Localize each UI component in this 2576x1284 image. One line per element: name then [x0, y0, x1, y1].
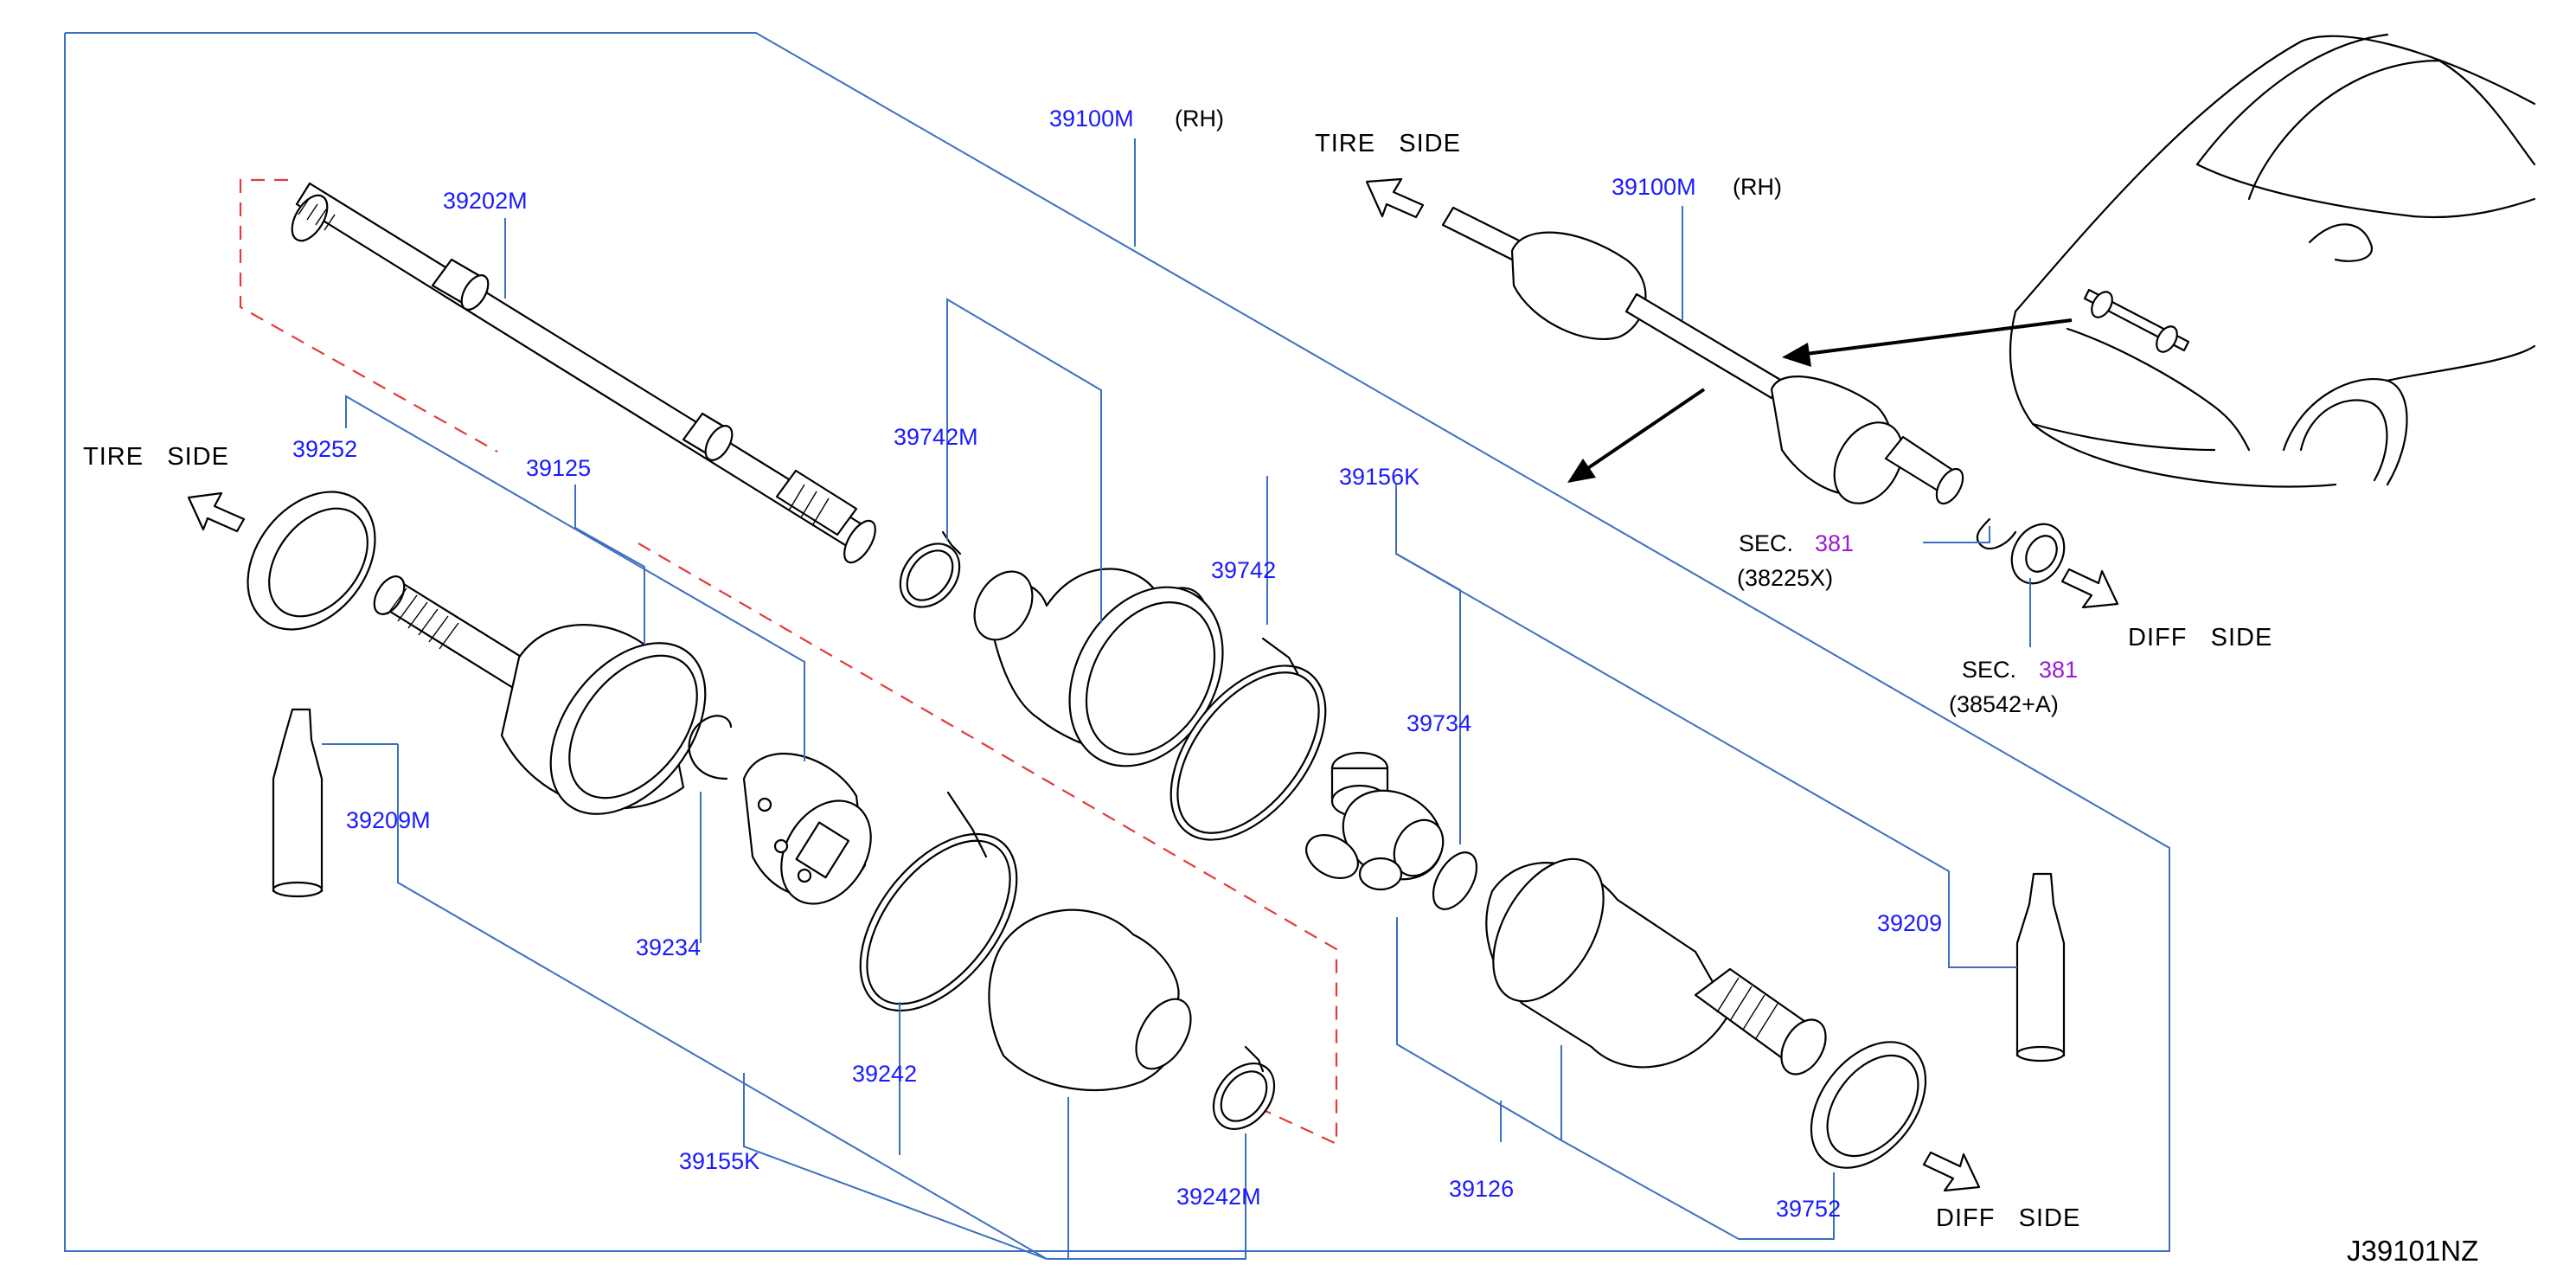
snap-ring-39734 — [1432, 851, 1478, 910]
label-39234: 39234 — [636, 934, 701, 960]
label-39209m: 39209M — [346, 807, 431, 833]
label-39209: 39209 — [1877, 910, 1942, 936]
tire-side-left: TIRE SIDE — [83, 443, 229, 471]
car-outline — [2009, 33, 2536, 488]
label-39155k: 39155K — [679, 1148, 759, 1174]
snap-ring-39234 — [688, 715, 733, 780]
label-39242m: 39242M — [1176, 1184, 1261, 1210]
boot-inner — [988, 908, 1192, 1092]
seal-39752 — [1810, 1041, 1927, 1169]
label-rh-inset: (RH) — [1733, 174, 1782, 200]
sec-label-2: SEC. — [1962, 657, 2016, 683]
leader-lines — [322, 138, 2031, 1260]
car-inset-shaft — [2083, 288, 2190, 353]
label-39125: 39125 — [526, 455, 591, 481]
label-rh-main: (RH) — [1175, 106, 1224, 132]
sec-sub-2: (38542+A) — [1949, 691, 2059, 717]
label-39742: 39742 — [1211, 557, 1276, 583]
diff-side-bottom: DIFF SIDE — [1936, 1204, 2080, 1232]
band-39742 — [1169, 637, 1327, 841]
label-39752: 39752 — [1776, 1196, 1841, 1222]
label-39156k: 39156K — [1339, 464, 1419, 490]
shaft-39202m — [291, 182, 876, 564]
sec-num-2: 381 — [2039, 657, 2078, 683]
diff-side-arrow-inset — [2060, 568, 2119, 609]
band-39242 — [859, 791, 1018, 1012]
grease-tube-39209 — [2015, 872, 2066, 1063]
outer-joint-39125 — [373, 575, 707, 815]
ball-cage-39125 — [742, 753, 872, 905]
label-39100m-inset: 39100M — [1612, 174, 1696, 200]
sec-sub-1: (38225X) — [1737, 565, 1833, 591]
label-39202m: 39202M — [443, 188, 528, 214]
part-labels: 39100M (RH) 39100M (RH) 39202M 39742M 39… — [83, 106, 2478, 1267]
dashed-guide-upper — [239, 178, 498, 453]
sec-num-1: 381 — [1815, 530, 1854, 556]
label-39252: 39252 — [292, 436, 357, 462]
band-39242m — [1212, 1045, 1276, 1131]
boot-outer — [973, 568, 1224, 767]
label-39100m-main: 39100M — [1049, 106, 1134, 132]
tire-side-arrow-left — [187, 491, 246, 533]
housing-39126 — [1485, 857, 1827, 1075]
diagram-code: J39101NZ — [2347, 1235, 2478, 1267]
tire-side-arrow-inset — [1365, 177, 1425, 219]
diagram-frame — [64, 32, 2170, 1252]
spider-assembly — [1305, 751, 1445, 891]
inset-shaft-assembly — [1441, 206, 2066, 585]
grease-tube-39209m — [272, 708, 324, 898]
diff-side-arrow-bottom — [1922, 1151, 1981, 1192]
direction-arrows — [1567, 318, 2073, 483]
label-39734: 39734 — [1407, 710, 1471, 736]
tire-side-inset: TIRE SIDE — [1315, 130, 1461, 157]
dashed-guide-lower — [638, 542, 1338, 1146]
seal-39252 — [247, 491, 376, 631]
band-39742m — [899, 530, 962, 608]
label-39126: 39126 — [1449, 1176, 1514, 1202]
sec-label-1: SEC. — [1739, 530, 1793, 556]
diff-side-inset: DIFF SIDE — [2128, 624, 2272, 652]
label-39242: 39242 — [852, 1061, 917, 1087]
label-39742m: 39742M — [894, 424, 978, 450]
